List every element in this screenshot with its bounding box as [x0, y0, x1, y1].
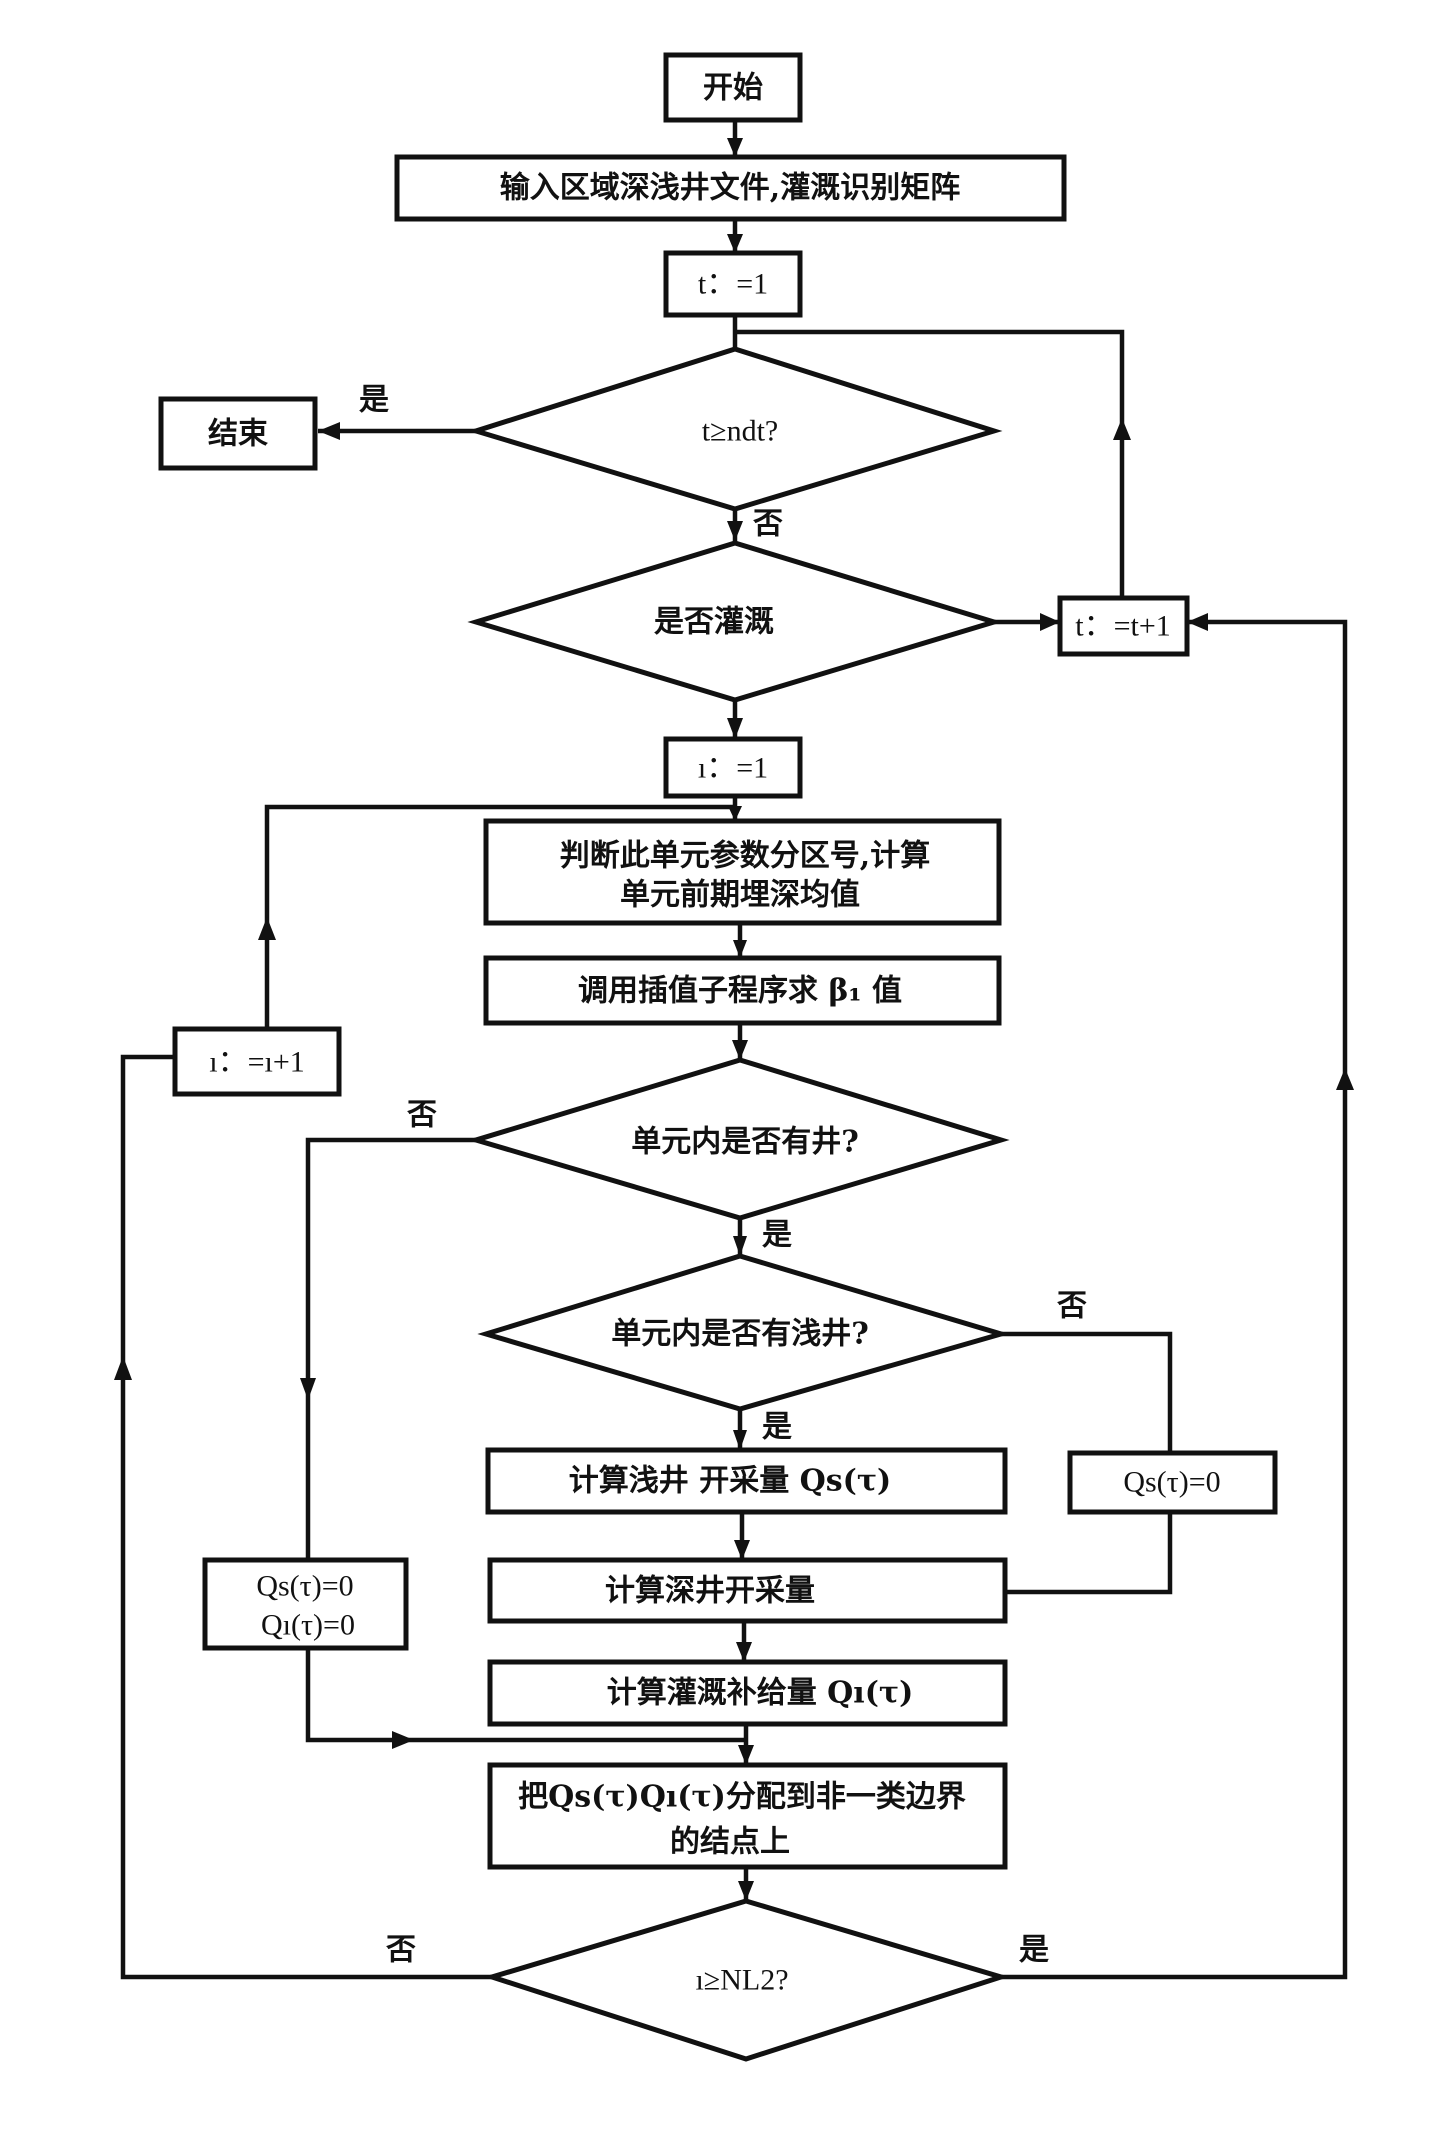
- node-deep-calc: 计算深井开采量: [487, 1557, 1008, 1624]
- node-allocate-line1: 把Qs(τ)Qı(τ)分配到非一类边界: [518, 1780, 966, 1815]
- label-t-check-no: 否: [753, 507, 783, 542]
- arrow-down-icon: [732, 1040, 748, 1060]
- label-well-no: 否: [407, 1098, 437, 1133]
- node-judge-line2: 单元前期埋深均值: [620, 878, 860, 913]
- arrowheads: [114, 138, 1354, 1901]
- arrow-up-icon: [1113, 418, 1131, 440]
- node-recharge-calc-label: 计算灌溉补给量 Qı(τ): [607, 1676, 914, 1711]
- node-irrigate-check-label: 是否灌溉: [654, 605, 774, 640]
- arrow-down-icon: [733, 1236, 747, 1256]
- node-start: 开始: [663, 52, 803, 123]
- node-zero-both-line1: Qs(τ)=0: [256, 1570, 353, 1603]
- edge-labels: 是 否 否 是 否 是 否 是: [359, 383, 1087, 1968]
- node-t-init-label: t：=1: [698, 268, 768, 301]
- node-i-init-label: ı：=1: [698, 752, 768, 785]
- node-end-label: 结束: [208, 417, 268, 452]
- node-zero-both-line2: Qı(τ)=0: [261, 1609, 355, 1642]
- label-shallow-yes: 是: [762, 1410, 792, 1445]
- node-interp-label: 调用插值子程序求 β₁ 值: [578, 974, 902, 1009]
- label-well-yes: 是: [762, 1218, 792, 1253]
- node-irrigate-check: 是否灌溉: [467, 540, 1003, 703]
- arrow-down-icon: [733, 1430, 747, 1450]
- node-allocate-line2: 的结点上: [670, 1825, 790, 1860]
- edge-zero-merge: [305, 1648, 746, 1743]
- edge-well-no: [305, 1137, 476, 1560]
- node-t-increment: t：=t+1: [1057, 595, 1190, 657]
- node-i-init: ı：=1: [663, 736, 803, 799]
- node-well-check: 单元内是否有井?: [467, 1057, 1010, 1221]
- node-qs-zero-label: Qs(τ)=0: [1123, 1466, 1220, 1499]
- node-interp: 调用插值子程序求 β₁ 值: [483, 955, 1002, 1026]
- arrow-right-icon: [392, 1731, 414, 1749]
- arrow-down-icon: [733, 940, 747, 958]
- arrow-down-icon: [300, 1378, 316, 1400]
- node-i-check-label: ı≥NL2?: [695, 1964, 788, 1997]
- node-zero-both: Qs(τ)=0 Qı(τ)=0: [202, 1557, 409, 1651]
- node-shallow-calc-label: 计算浅井 开采量 Qs(τ): [569, 1464, 892, 1499]
- edge-icheck-no-loop: [120, 1054, 492, 1980]
- node-recharge-calc: 计算灌溉补给量 Qı(τ): [487, 1659, 1008, 1727]
- node-input-label: 输入区域深浅井文件,灌溉识别矩阵: [500, 171, 960, 206]
- edge-icheck-yes-loop: [1001, 619, 1348, 1980]
- node-qs-zero: Qs(τ)=0: [1067, 1450, 1278, 1515]
- arrow-down-icon: [727, 521, 743, 541]
- label-shallow-no: 否: [1057, 1289, 1087, 1324]
- node-shallow-check: 单元内是否有浅井?: [477, 1253, 1010, 1412]
- node-input: 输入区域深浅井文件,灌溉识别矩阵: [394, 154, 1067, 222]
- edge-tincrement-loop: [735, 329, 1125, 598]
- node-well-check-label: 单元内是否有井?: [631, 1125, 859, 1160]
- label-i-check-no: 否: [386, 1933, 416, 1968]
- arrow-down-icon: [734, 1540, 750, 1560]
- arrow-up-icon: [114, 1356, 132, 1380]
- node-shallow-check-label: 单元内是否有浅井?: [611, 1317, 869, 1352]
- node-i-increment: ı：=ı+1: [172, 1026, 342, 1097]
- node-judge: 判断此单元参数分区号,计算 单元前期埋深均值: [483, 818, 1002, 926]
- node-t-init: t：=1: [663, 250, 803, 318]
- node-deep-calc-label: 计算深井开采量: [605, 1574, 815, 1609]
- node-start-label: 开始: [703, 71, 763, 106]
- arrow-down-icon: [738, 1745, 754, 1765]
- arrow-down-icon: [727, 718, 743, 739]
- arrow-right-icon: [1040, 613, 1060, 631]
- arrow-down-icon: [736, 1642, 752, 1662]
- label-t-check-yes: 是: [359, 383, 389, 418]
- node-allocate: 把Qs(τ)Qı(τ)分配到非一类边界 的结点上: [487, 1762, 1008, 1870]
- node-t-increment-label: t：=t+1: [1075, 610, 1171, 643]
- arrow-up-icon: [258, 917, 276, 940]
- node-end: 结束: [158, 396, 318, 471]
- edge-iincrement-loop: [264, 804, 735, 1029]
- arrow-up-icon: [1336, 1068, 1354, 1090]
- arrow-down-icon: [738, 1881, 754, 1901]
- node-i-increment-label: ı：=ı+1: [209, 1046, 305, 1079]
- label-i-check-yes: 是: [1019, 1933, 1049, 1968]
- edge-shallow-no: [1001, 1331, 1173, 1453]
- node-t-check-label: t≥ndt?: [702, 415, 778, 448]
- node-shallow-calc: 计算浅井 开采量 Qs(τ): [485, 1447, 1008, 1515]
- node-t-check: t≥ndt?: [467, 346, 1003, 512]
- edge-qszero-deepcalc: [1005, 1512, 1173, 1595]
- arrow-down-icon: [727, 234, 743, 253]
- arrow-left-icon: [318, 422, 340, 440]
- node-judge-line1: 判断此单元参数分区号,计算: [560, 839, 930, 874]
- arrow-left-icon: [1187, 613, 1208, 631]
- arrow-down-icon: [727, 138, 743, 157]
- arrow-down-icon: [728, 806, 742, 821]
- node-i-check: ı≥NL2?: [483, 1898, 1010, 2062]
